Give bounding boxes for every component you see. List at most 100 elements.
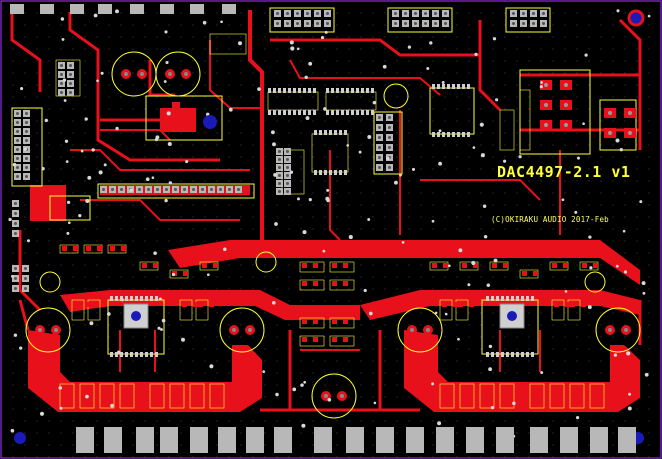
via bbox=[472, 146, 476, 149]
pin-hole bbox=[424, 12, 427, 15]
pin-hole bbox=[394, 12, 397, 15]
pin-hole bbox=[25, 130, 28, 133]
via bbox=[323, 107, 327, 111]
smd-pad bbox=[526, 296, 529, 301]
via bbox=[257, 87, 261, 91]
edge-pad bbox=[10, 4, 24, 14]
smd-pad bbox=[319, 170, 322, 175]
via bbox=[641, 281, 646, 286]
via bbox=[78, 213, 82, 218]
pin-hole bbox=[306, 12, 309, 15]
via bbox=[493, 258, 498, 263]
cap-hole bbox=[608, 328, 612, 332]
smd-pad bbox=[506, 352, 509, 357]
smd-pad bbox=[153, 263, 158, 268]
smd-pad bbox=[447, 84, 450, 89]
via bbox=[587, 305, 592, 310]
smd-pad bbox=[268, 88, 271, 93]
smd-pad bbox=[130, 352, 133, 357]
via bbox=[171, 272, 176, 277]
via bbox=[627, 406, 632, 411]
via bbox=[145, 177, 150, 182]
via bbox=[60, 17, 65, 21]
via bbox=[518, 155, 522, 159]
via bbox=[437, 421, 442, 426]
via bbox=[644, 372, 649, 377]
smd-pad bbox=[140, 296, 143, 301]
pin-hole bbox=[24, 277, 27, 280]
smd-pad bbox=[86, 246, 91, 251]
smd-pad bbox=[90, 302, 95, 307]
via bbox=[85, 198, 90, 204]
pin-hole bbox=[14, 267, 17, 270]
via bbox=[326, 188, 330, 192]
smd-pad bbox=[361, 110, 364, 115]
trace-top-2 bbox=[68, 12, 220, 162]
smd-pad bbox=[432, 132, 435, 137]
via bbox=[303, 380, 307, 384]
mounting-hole bbox=[131, 311, 141, 321]
via bbox=[561, 198, 565, 202]
via bbox=[619, 148, 623, 152]
smd-pad bbox=[298, 88, 301, 93]
via bbox=[271, 300, 276, 305]
ic-packages bbox=[123, 303, 525, 329]
via bbox=[93, 13, 98, 18]
edge-pad bbox=[190, 427, 208, 453]
via bbox=[238, 41, 242, 46]
via bbox=[457, 337, 460, 341]
smd-pad bbox=[303, 110, 306, 115]
trace-top-17 bbox=[618, 18, 642, 150]
cap-outline bbox=[383, 83, 409, 109]
via bbox=[296, 47, 300, 51]
via bbox=[308, 61, 313, 66]
via bbox=[272, 142, 276, 147]
edge-pad bbox=[136, 427, 154, 453]
smd-pad bbox=[145, 352, 148, 357]
pin-hole bbox=[147, 188, 150, 191]
edge-pad bbox=[406, 427, 424, 453]
via bbox=[84, 117, 88, 121]
smd-pad bbox=[336, 88, 339, 93]
pin-hole bbox=[512, 22, 515, 25]
pad-hole bbox=[544, 123, 548, 127]
pin-hole bbox=[286, 166, 289, 169]
smd-pad bbox=[501, 352, 504, 357]
pin-hole bbox=[278, 182, 281, 185]
cap-hole bbox=[426, 328, 430, 332]
pin-hole bbox=[444, 12, 447, 15]
cap-hole bbox=[340, 394, 344, 398]
pin-hole bbox=[522, 22, 525, 25]
via bbox=[202, 20, 207, 25]
pin-hole bbox=[25, 121, 28, 124]
regulator-outline bbox=[145, 95, 223, 141]
via bbox=[642, 291, 646, 295]
pin-hole bbox=[388, 146, 391, 149]
via bbox=[67, 221, 71, 225]
via bbox=[39, 411, 45, 416]
cap-hole bbox=[248, 328, 252, 332]
via bbox=[441, 81, 445, 84]
via bbox=[66, 231, 70, 235]
smd-pad bbox=[155, 352, 158, 357]
via bbox=[85, 394, 89, 399]
smd-pad bbox=[443, 263, 448, 268]
smd-pad bbox=[268, 110, 271, 115]
smd-pad bbox=[101, 302, 106, 307]
smd-pad bbox=[432, 263, 437, 268]
via bbox=[582, 122, 585, 126]
via bbox=[503, 159, 507, 163]
edge-pad bbox=[222, 4, 236, 14]
edge-pad bbox=[314, 427, 332, 453]
via bbox=[577, 156, 580, 160]
pin-hole bbox=[60, 64, 63, 67]
smd-pad bbox=[85, 302, 90, 307]
smd-pad bbox=[326, 88, 329, 93]
smd-pad bbox=[346, 110, 349, 115]
smd-pad bbox=[182, 302, 187, 307]
smd-pad bbox=[302, 319, 307, 324]
pad-hole bbox=[544, 83, 548, 87]
via bbox=[540, 81, 543, 84]
